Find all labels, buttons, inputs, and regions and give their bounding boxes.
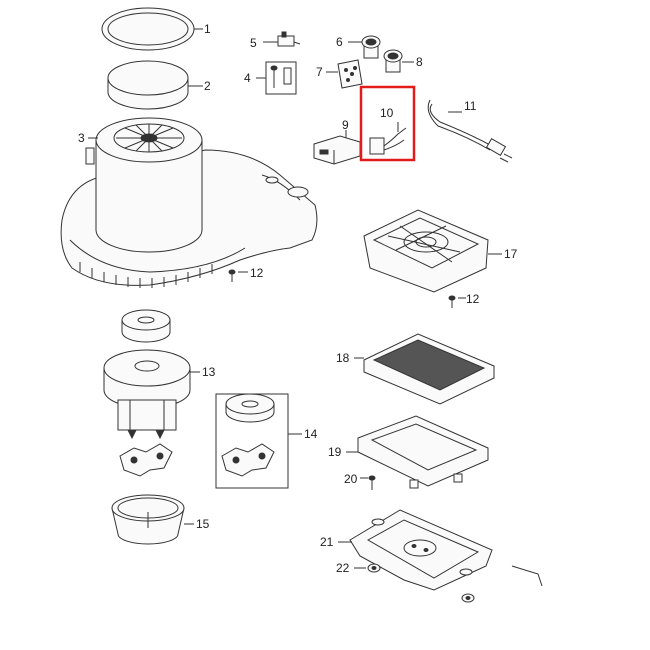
part-22-foot — [354, 563, 475, 603]
callout-17: 17 — [504, 247, 518, 261]
part-3-motor-housing — [60, 117, 318, 288]
callout-18: 18 — [336, 351, 350, 365]
callout-15: 15 — [196, 517, 210, 531]
part-13-motor — [103, 309, 200, 440]
part-14-mount-kit — [215, 393, 302, 489]
callout-4: 4 — [244, 71, 251, 85]
callout-12-b: 12 — [466, 292, 480, 306]
callout-9: 9 — [342, 118, 349, 132]
callout-7: 7 — [316, 65, 323, 79]
part-19-filter-tray — [346, 415, 489, 489]
callout-21: 21 — [320, 535, 334, 549]
callout-2: 2 — [204, 79, 211, 93]
part-15-motor-cup — [111, 494, 194, 545]
part-7-circuit-board — [326, 59, 363, 89]
part-21-base-plate — [338, 509, 493, 591]
part-10-wire-harness — [369, 122, 407, 155]
part-12-screw-b — [448, 295, 466, 308]
callout-3: 3 — [78, 131, 85, 145]
part-20-screw — [360, 475, 376, 490]
callout-20: 20 — [344, 472, 358, 486]
callout-14: 14 — [304, 427, 318, 441]
part-17-filter-frame — [363, 209, 502, 293]
callout-10: 10 — [380, 106, 394, 120]
callout-13: 13 — [202, 365, 216, 379]
motor-bracket — [119, 443, 173, 477]
part-18-hepa-filter — [354, 333, 495, 405]
hex-key-tool — [511, 565, 543, 587]
part-9-capacitor — [313, 130, 361, 165]
callout-19: 19 — [328, 445, 342, 459]
part-8-round-switch — [383, 49, 414, 73]
callout-6: 6 — [336, 35, 343, 49]
part-4-screw-set — [256, 61, 297, 95]
part-5-micro-switch — [263, 31, 301, 47]
callout-5: 5 — [250, 36, 257, 50]
callout-11: 11 — [464, 99, 477, 113]
callout-1: 1 — [204, 22, 211, 36]
part-1-ring-seal — [101, 7, 203, 51]
part-2-filter-disc — [107, 60, 203, 110]
part-6-round-switch — [348, 35, 381, 59]
callout-12-a: 12 — [250, 266, 264, 280]
part-12-screw-a — [228, 269, 248, 282]
highlight-box-10 — [359, 85, 416, 162]
callout-8: 8 — [416, 55, 423, 69]
part-11-power-cord — [427, 99, 513, 163]
callout-22: 22 — [336, 561, 350, 575]
